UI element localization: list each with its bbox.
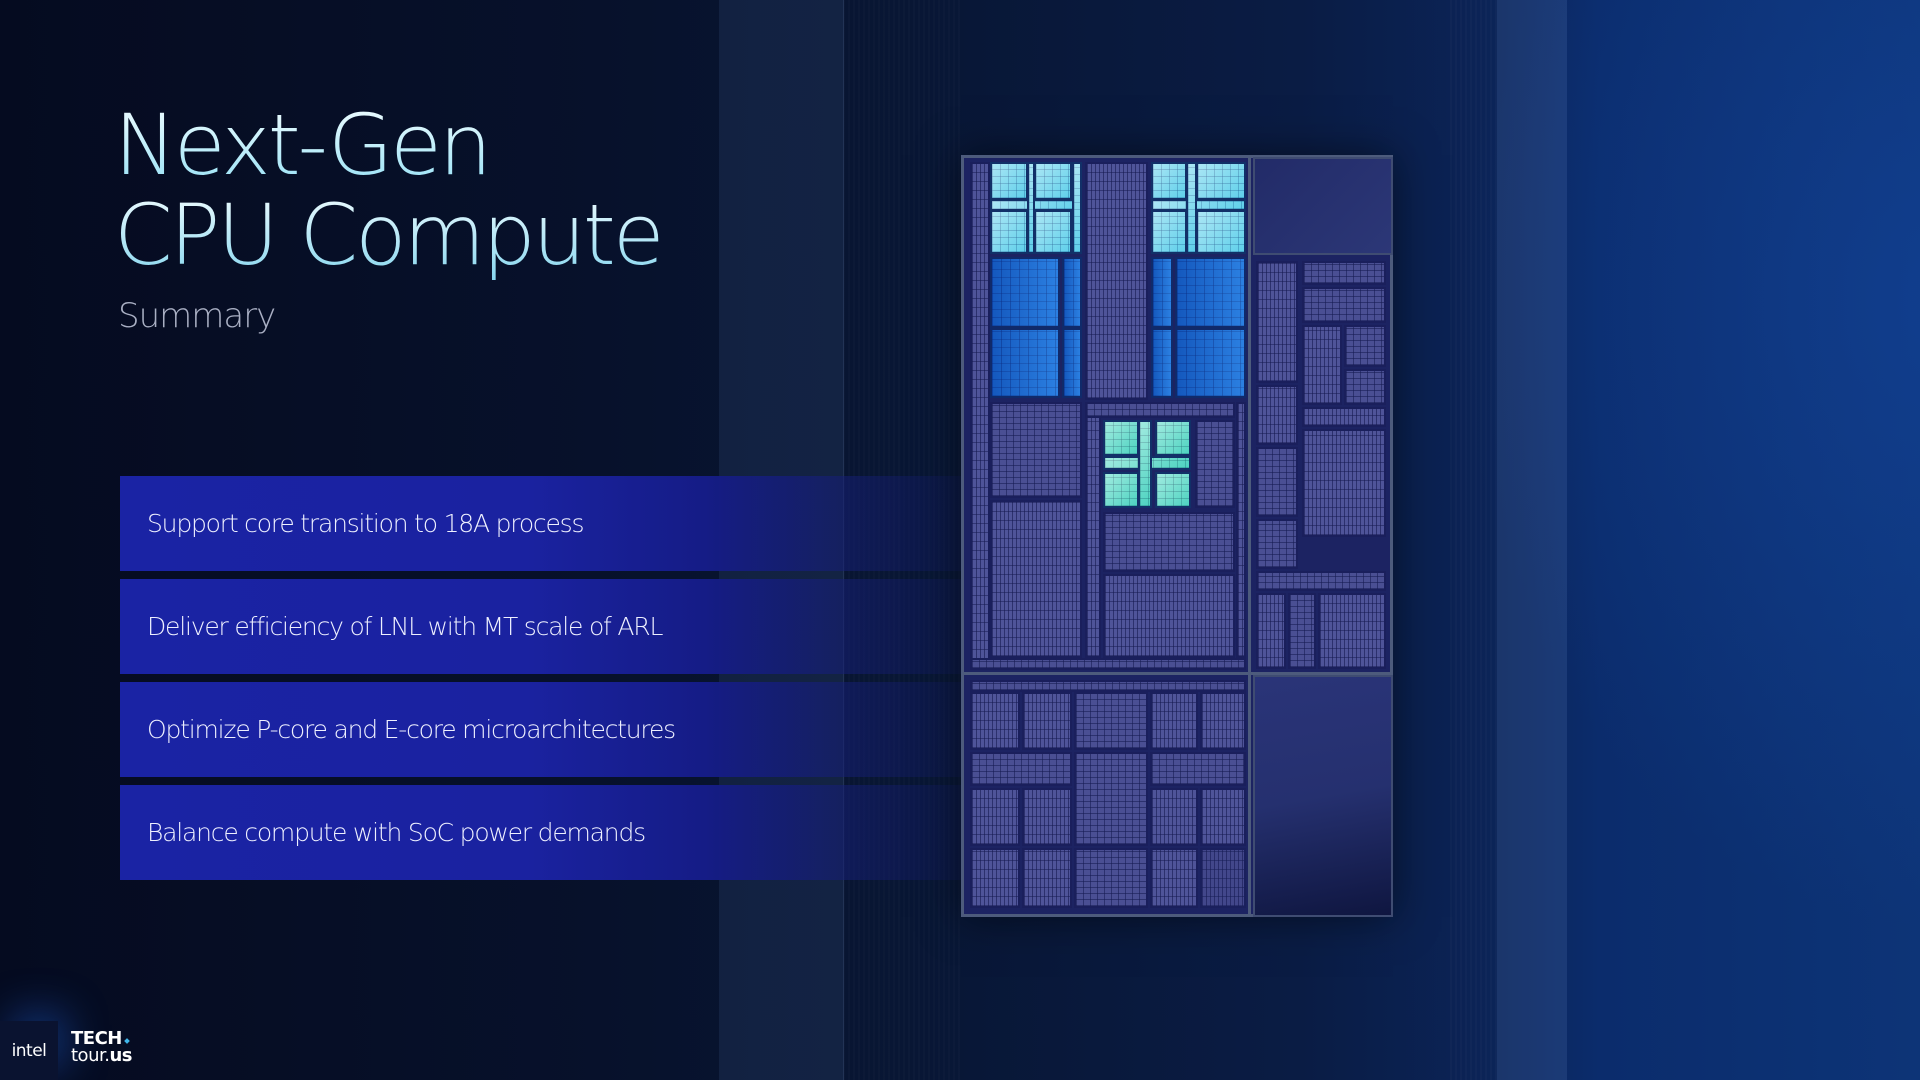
die-block: [1200, 788, 1246, 846]
die-block: [970, 788, 1020, 846]
techtour-logo-tech: TECH: [71, 1028, 122, 1049]
die-edge-column: [970, 162, 990, 670]
die-block: [1302, 287, 1386, 323]
p-core: [1175, 257, 1246, 328]
die-block: [1256, 519, 1298, 569]
techtour-logo-us: us: [109, 1045, 132, 1066]
die-block: [1200, 848, 1246, 908]
die-block: [990, 500, 1082, 658]
e-core-cluster-bus: [1186, 162, 1197, 254]
title-line-2: CPU Compute: [114, 186, 662, 284]
e-core-cluster-tile: [990, 210, 1028, 254]
die-block: [1302, 407, 1386, 427]
e-core-cluster-tile: [1151, 210, 1187, 254]
bullet-item: Support core transition to 18A process: [120, 476, 1020, 571]
die-block: [1085, 402, 1235, 418]
die-separator: [964, 672, 1390, 675]
die-block: [970, 680, 1246, 692]
die-block: [1256, 571, 1386, 591]
ring-cache-column: [1085, 162, 1148, 400]
intel-logo: intel: [0, 1021, 58, 1080]
die-block: [970, 658, 1246, 670]
p-core-cache: [1151, 257, 1173, 328]
e-core-cluster-bus: [1151, 199, 1246, 211]
die-block: [990, 402, 1082, 498]
die-block: [1256, 447, 1298, 517]
die-block: [1318, 593, 1386, 669]
die-empty-region: [1253, 157, 1393, 255]
die-block: [1256, 385, 1298, 445]
e-core-cluster-tile: [1034, 162, 1072, 200]
e-core-cluster-tile: [1196, 162, 1246, 200]
p-core-cache: [1062, 257, 1082, 328]
bullet-list: Support core transition to 18A process D…: [120, 476, 1020, 888]
die-block: [1074, 692, 1148, 750]
bullet-item: Optimize P-core and E-core microarchitec…: [120, 682, 1020, 777]
title-line-1: Next-Gen: [114, 96, 490, 194]
die-empty-region: [1253, 675, 1393, 917]
die-block: [1344, 369, 1386, 405]
bullet-item: Deliver efficiency of LNL with MT scale …: [120, 579, 1020, 674]
die-block: [1022, 848, 1072, 908]
techtour-logo: TECH tour.us: [71, 1028, 132, 1066]
diamond-dot-icon: [124, 1038, 130, 1044]
lp-e-core-tile: [1103, 472, 1139, 508]
die-block: [1288, 593, 1316, 669]
die-block: [1236, 402, 1246, 658]
die-block: [1150, 848, 1198, 908]
lp-e-core-tile: [1103, 420, 1139, 456]
die-block: [1195, 420, 1235, 508]
e-core-cluster-tile: [1196, 210, 1246, 254]
e-core-cluster-bus: [1072, 162, 1082, 254]
die-block: [1302, 325, 1342, 405]
intel-logo-text: intel: [11, 1040, 47, 1061]
die-block: [1302, 429, 1386, 537]
bullet-item: Balance compute with SoC power demands: [120, 785, 1020, 880]
die-block: [1074, 752, 1148, 846]
slide-subtitle: Summary: [118, 296, 276, 336]
die-block: [1022, 692, 1072, 750]
e-core-cluster-bus: [1027, 162, 1035, 254]
background-stripe-lines-right: [1450, 0, 1497, 1080]
p-core: [1175, 328, 1246, 398]
e-core-cluster-tile: [1034, 210, 1072, 254]
bullet-text: Support core transition to 18A process: [147, 509, 585, 538]
die-block: [1074, 848, 1148, 908]
die-block: [970, 752, 1072, 786]
die-block: [970, 692, 1020, 750]
die-block: [1150, 692, 1198, 750]
die-block: [1344, 325, 1386, 367]
die-separator-vertical: [1248, 158, 1251, 914]
e-core-cluster-tile: [990, 162, 1028, 200]
bullet-text: Balance compute with SoC power demands: [147, 818, 646, 847]
slide-title: Next-Gen CPU Compute: [114, 100, 662, 280]
background-stripe-right: [1497, 0, 1567, 1080]
cpu-die-image: [961, 155, 1393, 917]
lp-e-core-tile: [1155, 472, 1191, 508]
die-block: [1256, 261, 1298, 383]
die-block: [1200, 692, 1246, 750]
die-block: [1103, 574, 1235, 658]
p-core-cache: [1151, 328, 1173, 398]
die-block: [1022, 788, 1072, 846]
bullet-text: Optimize P-core and E-core microarchitec…: [147, 715, 676, 744]
e-core-cluster-tile: [1151, 162, 1187, 200]
die-block: [1103, 512, 1235, 572]
die-block: [1150, 752, 1246, 786]
die-block: [1256, 593, 1286, 669]
die-block: [1150, 788, 1198, 846]
p-core: [990, 328, 1060, 398]
lp-e-core-bus: [1138, 420, 1152, 508]
die-block: [1085, 402, 1101, 658]
p-core: [990, 257, 1060, 328]
p-core-cache: [1062, 328, 1082, 398]
bullet-text: Deliver efficiency of LNL with MT scale …: [147, 612, 663, 641]
techtour-logo-tour: tour.: [71, 1045, 110, 1066]
e-core-cluster-bus: [990, 199, 1082, 211]
die-block: [1302, 261, 1386, 285]
die-block: [970, 848, 1020, 908]
lp-e-core-tile: [1155, 420, 1191, 456]
